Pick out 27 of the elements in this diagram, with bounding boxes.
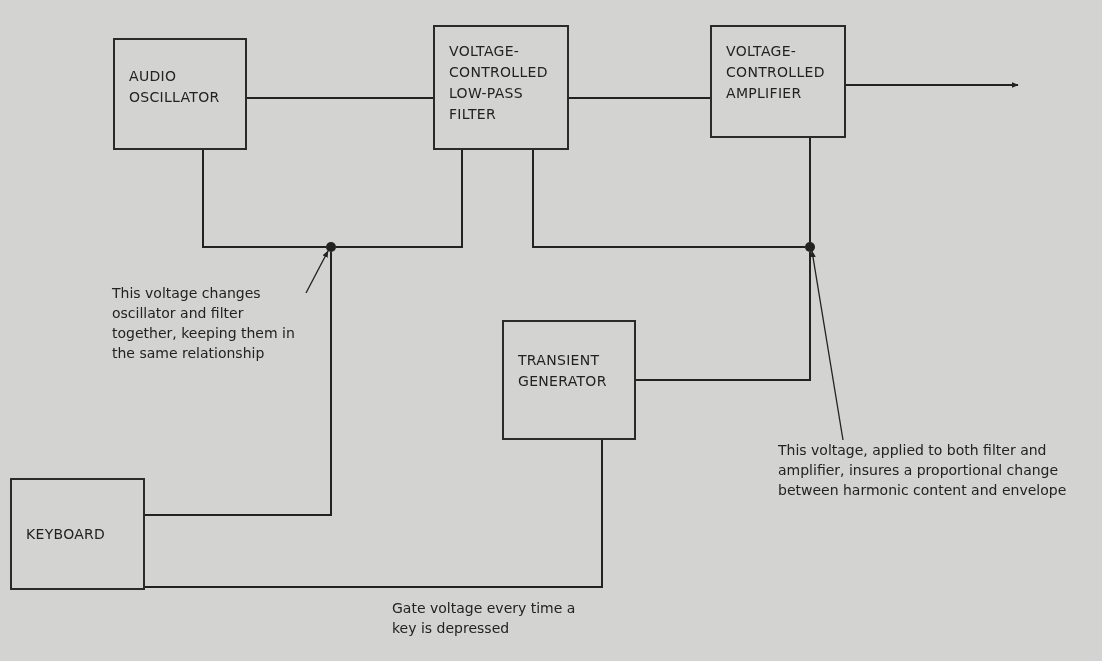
junction-dot <box>326 242 336 252</box>
output-arrow <box>845 82 1019 88</box>
connector-line <box>144 251 332 516</box>
block-box <box>502 320 636 440</box>
annotation-text: This voltage, applied to both filter and amplifier, insures a proportional change between harmonic content and envelope <box>778 440 1102 500</box>
connector-line <box>809 137 811 243</box>
block-box <box>710 25 846 138</box>
connector-line <box>202 149 327 248</box>
block-label: VOLTAGE-CONTROLLED AMPLIFIER <box>726 42 826 103</box>
block-label: TRANSIENT GENERATOR <box>518 351 608 391</box>
block-box <box>113 38 247 150</box>
connector-line <box>335 149 463 248</box>
connector-line <box>246 97 434 99</box>
block-label: AUDIO OSCILLATOR <box>129 67 221 107</box>
connector-line <box>568 97 711 99</box>
block-box <box>10 478 145 590</box>
block-label: KEYBOARD <box>26 524 107 544</box>
leader-arrow <box>810 250 844 441</box>
junction-dot <box>805 242 815 252</box>
connector-line <box>144 439 603 588</box>
note-text: Gate voltage every time a key is depressed <box>392 599 577 638</box>
leader-arrow <box>305 250 329 294</box>
annotation-text: This voltage changes oscillator and filter together, keeping them in the same relationship <box>112 283 306 363</box>
block-label: VOLTAGE-CONTROLLED LOW-PASS FILTER <box>449 42 549 124</box>
connector-line <box>532 149 806 248</box>
block-box <box>433 25 569 150</box>
connector-line <box>635 251 811 381</box>
